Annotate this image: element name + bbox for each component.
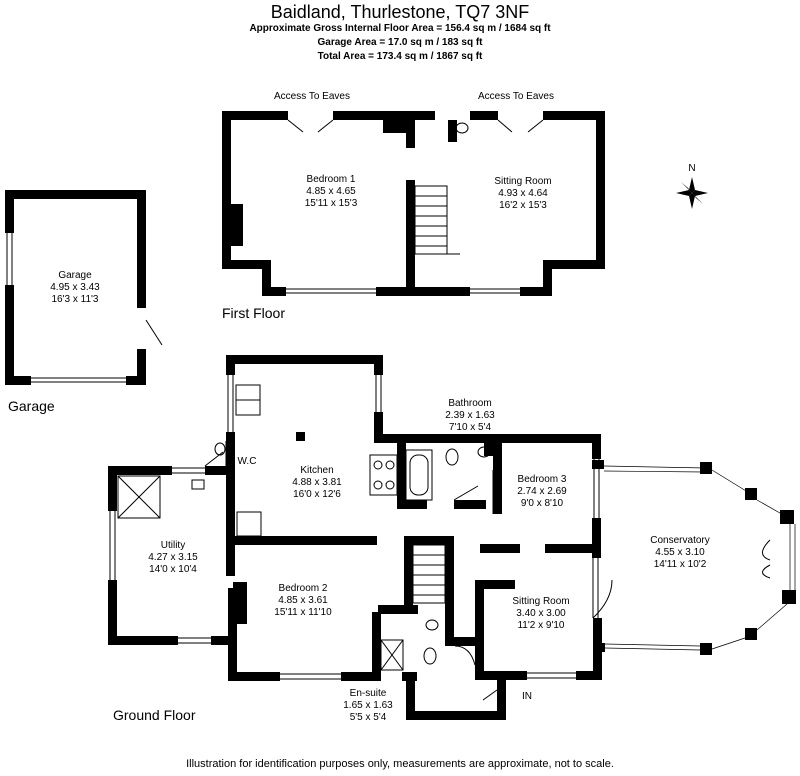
garage-floor-label: Garage bbox=[8, 398, 55, 414]
north-label: N bbox=[688, 163, 696, 174]
ground-floor-walls bbox=[108, 355, 796, 720]
first-floor-fittings bbox=[223, 119, 544, 294]
page-title: Baidland, Thurlestone, TQ7 3NF bbox=[270, 2, 530, 22]
room-wc: W.C bbox=[237, 456, 257, 467]
ground-floor-label: Ground Floor bbox=[113, 707, 196, 723]
garage-walls bbox=[5, 190, 163, 385]
eaves-label-left: Access To Eaves bbox=[274, 91, 350, 102]
ground-floor-fittings bbox=[109, 375, 796, 701]
first-floor-label: First Floor bbox=[222, 305, 285, 321]
eaves-label-right: Access To Eaves bbox=[478, 91, 554, 102]
gross-area-text: Approximate Gross Internal Floor Area = … bbox=[249, 23, 551, 34]
garage-area-text: Garage Area = 17.0 sq m / 183 sq ft bbox=[317, 37, 483, 48]
first-floor-walls bbox=[222, 111, 605, 296]
total-area-text: Total Area = 173.4 sq m / 1867 sq ft bbox=[317, 51, 483, 62]
disclaimer-text: Illustration for identification purposes… bbox=[186, 758, 614, 770]
entrance-label: IN bbox=[522, 691, 532, 702]
compass-rose-icon bbox=[676, 177, 708, 209]
